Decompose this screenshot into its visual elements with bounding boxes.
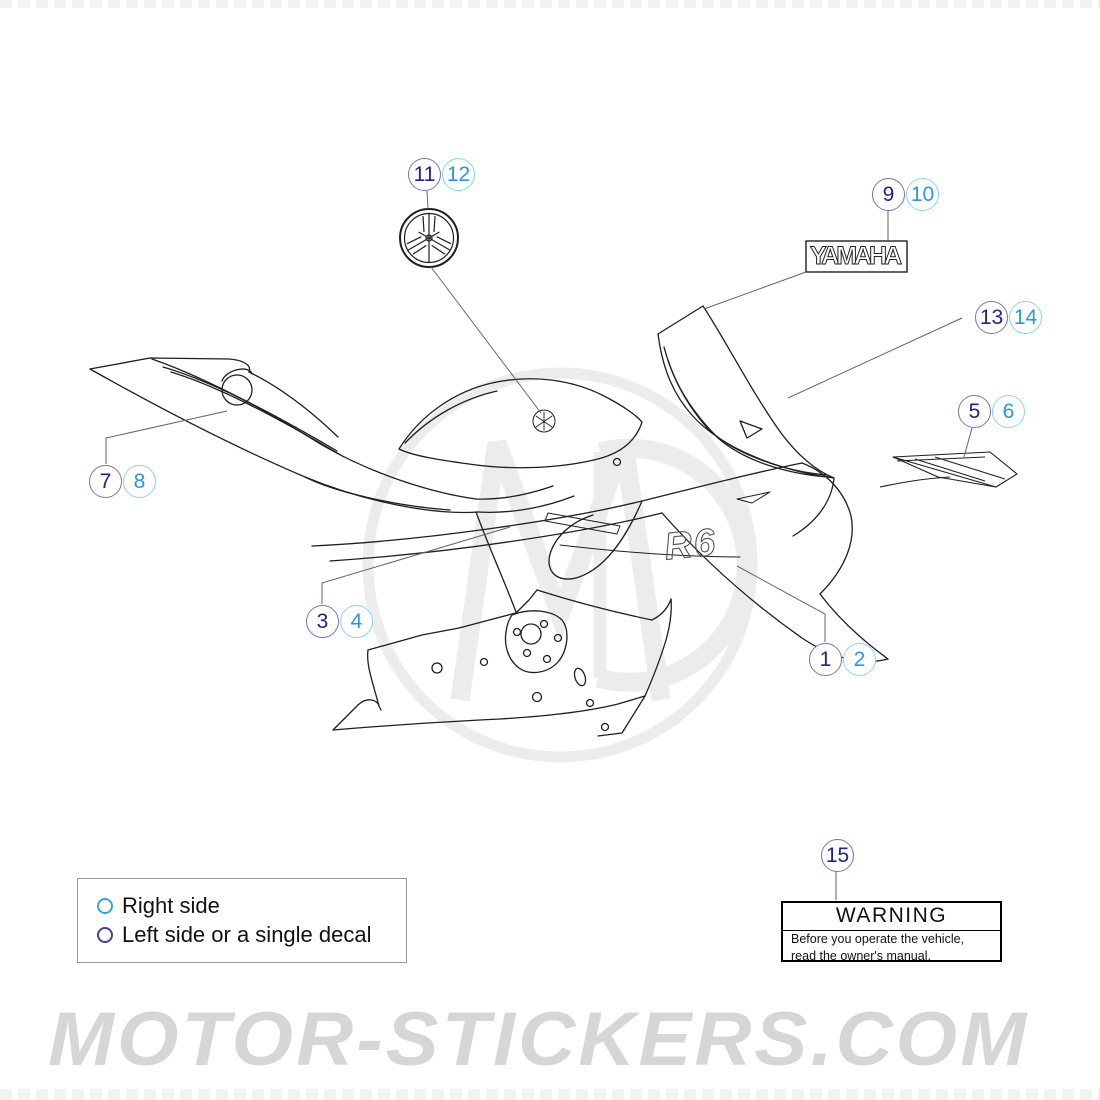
warning-body-line1: Before you operate the vehicle, xyxy=(791,932,965,946)
side-stripe-decal xyxy=(879,451,1018,488)
left-side-marker-icon xyxy=(97,927,113,943)
callout-4: 4 xyxy=(340,605,373,638)
callout-pair-1-2: 1 2 xyxy=(809,643,876,676)
callout-15: 15 xyxy=(821,839,854,872)
callout-pair-11-12: 11 12 xyxy=(408,158,475,191)
callout-pair-5-6: 5 6 xyxy=(958,395,1025,428)
warning-body-line2: read the owner's manual. xyxy=(791,948,931,963)
callout-pair-15: 15 xyxy=(821,839,854,872)
callout-7: 7 xyxy=(89,465,122,498)
watermark-strip-top xyxy=(0,0,1100,8)
callout-pair-9-10: 9 10 xyxy=(872,178,939,211)
callout-6: 6 xyxy=(992,395,1025,428)
watermark-brand-text: MOTOR-STICKERS.COM xyxy=(48,997,1030,1082)
callout-13: 13 xyxy=(975,301,1008,334)
right-side-marker-icon xyxy=(97,898,113,914)
callout-10: 10 xyxy=(906,178,939,211)
watermark-strip-bottom xyxy=(0,1089,1100,1100)
callout-5: 5 xyxy=(958,395,991,428)
callout-1: 1 xyxy=(809,643,842,676)
legend-label: Left side or a single decal xyxy=(122,922,372,947)
legend-box: Right side Left side or a single decal xyxy=(77,878,407,963)
callout-11: 11 xyxy=(408,158,441,191)
callout-8: 8 xyxy=(123,465,156,498)
callout-2: 2 xyxy=(843,643,876,676)
model-decal-text: R6 xyxy=(662,521,719,568)
callout-9: 9 xyxy=(872,178,905,211)
callout-pair-7-8: 7 8 xyxy=(89,465,156,498)
callout-3: 3 xyxy=(306,605,339,638)
bike-line-art xyxy=(89,305,889,737)
legend-label: Right side xyxy=(122,893,220,918)
yamaha-decal-text: YAMAHA xyxy=(810,242,902,270)
warning-label-decal: WARNING Before you operate the vehicle, … xyxy=(781,901,1002,963)
callout-14: 14 xyxy=(1009,301,1042,334)
legend-item-right-side: Right side xyxy=(97,895,406,917)
legend-item-left-side: Left side or a single decal xyxy=(97,924,406,946)
callout-12: 12 xyxy=(442,158,475,191)
callout-pair-13-14: 13 14 xyxy=(975,301,1042,334)
callout-pair-3-4: 3 4 xyxy=(306,605,373,638)
warning-title: WARNING xyxy=(783,903,1000,931)
leader-lines xyxy=(105,190,973,900)
tuning-fork-emblem-icon xyxy=(399,208,459,268)
yamaha-text-decal: YAMAHA xyxy=(805,240,908,273)
